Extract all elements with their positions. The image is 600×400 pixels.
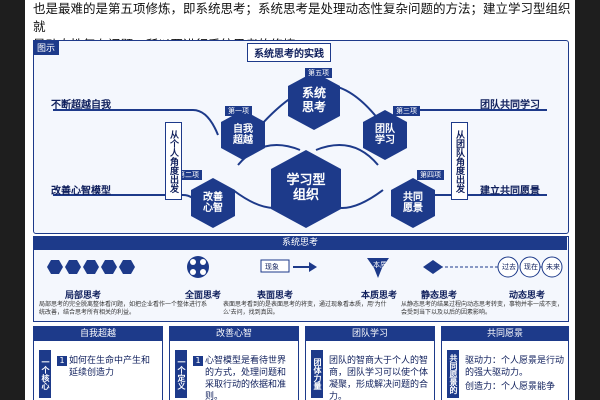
item-essence-thinking: 本质思考 xyxy=(361,291,398,301)
left-vertical-label: 从个人角度出发 xyxy=(165,122,182,200)
phenomenon-label: 现象 xyxy=(265,263,279,271)
intro-line-1: 也是最难的是第五项修炼，即系统思考；系统思考是处理动态性复杂问题的方法；建立学习… xyxy=(33,1,571,34)
card-shared-vision-text-1: 驱动力：个人愿景是行动的强大驱动力。 xyxy=(465,356,565,378)
future-label: 未来 xyxy=(546,263,560,271)
past-label: 过去 xyxy=(502,263,516,271)
item-surface-thinking: 表面思考 xyxy=(257,291,294,301)
hex-fourth: 共同 愿景 xyxy=(391,178,435,228)
hex-first-tag: 第一项 xyxy=(225,106,252,116)
card-shared-vision-text-2: 创造力：个人愿景能争 xyxy=(465,382,556,392)
card-shared-vision: 共同愿景 xyxy=(441,326,569,400)
item-local-thinking: 局部思考 xyxy=(65,291,102,301)
card-mental-models-title: 改善心智 xyxy=(170,327,298,341)
card-team-learning-text: 团队的智商大于个人的智商，团队学习可以使个体凝聚，形成解决问题的合力。 xyxy=(329,356,429,400)
hex-fifth-tag: 第五项 xyxy=(305,68,332,78)
label-right-bottom: 建立共同愿景 xyxy=(480,186,540,197)
card-mental-models-vert: 一个定义 xyxy=(175,350,187,398)
item-static-thinking: 静态思考 xyxy=(421,291,458,301)
hex-third: 团队 学习 xyxy=(363,110,407,160)
desc-surface: 表面思考看到的是表面思考的将变，通过现象看本质，用'为什么'去问，找到真因。 xyxy=(223,301,387,316)
desc-static: 从静态思考的结果过程向动态思考转变，事物并非一成不变，会受到当下以及以后的因素影… xyxy=(401,301,564,316)
card-self-mastery-num: 1 xyxy=(57,356,67,366)
hex-center-label: 学习型 组织 xyxy=(286,173,326,203)
hex-third-label: 团队 学习 xyxy=(375,123,395,147)
hex-fifth: 系统 思考 xyxy=(288,72,340,130)
hex-first: 自我 超越 xyxy=(221,110,265,160)
page: 也是最难的是第五项修炼，即系统思考；系统思考是处理动态性复杂问题的方法；建立学习… xyxy=(25,0,575,400)
systems-thinking-panel xyxy=(33,236,569,322)
card-self-mastery-vert: 一个核心 xyxy=(39,350,51,398)
hex-fifth-label: 系统 思考 xyxy=(301,86,326,114)
card-shared-vision-title: 共同愿景 xyxy=(442,327,568,341)
panel-heading: 系统思考 xyxy=(33,236,567,250)
hex-second: 改善 心智 xyxy=(191,178,235,228)
hex-third-tag: 第三项 xyxy=(393,106,420,116)
item-holistic-thinking: 全面思考 xyxy=(185,291,222,301)
card-self-mastery-text: 如何在生命中产生和延续创造力 xyxy=(69,356,151,378)
essence-label: 本质 xyxy=(373,261,387,269)
present-label: 现在 xyxy=(524,263,538,271)
card-team-learning-vert: 团体力量 xyxy=(311,350,323,398)
hex-first-label: 自我 超越 xyxy=(233,123,253,147)
card-mental-models: 改善心智 xyxy=(169,326,299,400)
label-left-top: 不断超越自我 xyxy=(51,100,111,111)
hex-fourth-tag: 第四项 xyxy=(417,170,444,180)
card-shared-vision-vert: 共同愿景的 xyxy=(447,350,459,398)
card-self-mastery: 自我超越 xyxy=(33,326,163,400)
item-dynamic-thinking: 动态思考 xyxy=(509,291,546,301)
hex-fourth-label: 共同 愿景 xyxy=(403,191,423,215)
hex-second-tag: 第二项 xyxy=(175,170,202,180)
panel-graphics xyxy=(47,256,563,278)
hex-center: 学习型 组织 xyxy=(271,150,341,228)
label-left-bottom: 改善心智模型 xyxy=(51,186,111,197)
card-self-mastery-title: 自我超越 xyxy=(34,327,162,341)
desc-local: 局部思考的完全脱离整体看问题，如把企业看作一个整体进行系统改善，结合思考所有相关… xyxy=(39,301,208,316)
right-vertical-label: 从团队角度出发 xyxy=(451,122,468,200)
card-mental-models-num: 1 xyxy=(193,356,203,366)
diagram-tag: 图示 xyxy=(33,40,60,55)
label-right-top: 团队共同学习 xyxy=(480,100,540,111)
card-team-learning: 团队学习 xyxy=(305,326,435,400)
hex-second-label: 改善 心智 xyxy=(203,191,223,215)
top-title: 系统思考的实践 xyxy=(247,43,331,62)
card-mental-models-text: 心智模型是看待世界的方式，处理问题和采取行动的依据和准则。 xyxy=(205,356,287,400)
card-team-learning-title: 团队学习 xyxy=(306,327,434,341)
